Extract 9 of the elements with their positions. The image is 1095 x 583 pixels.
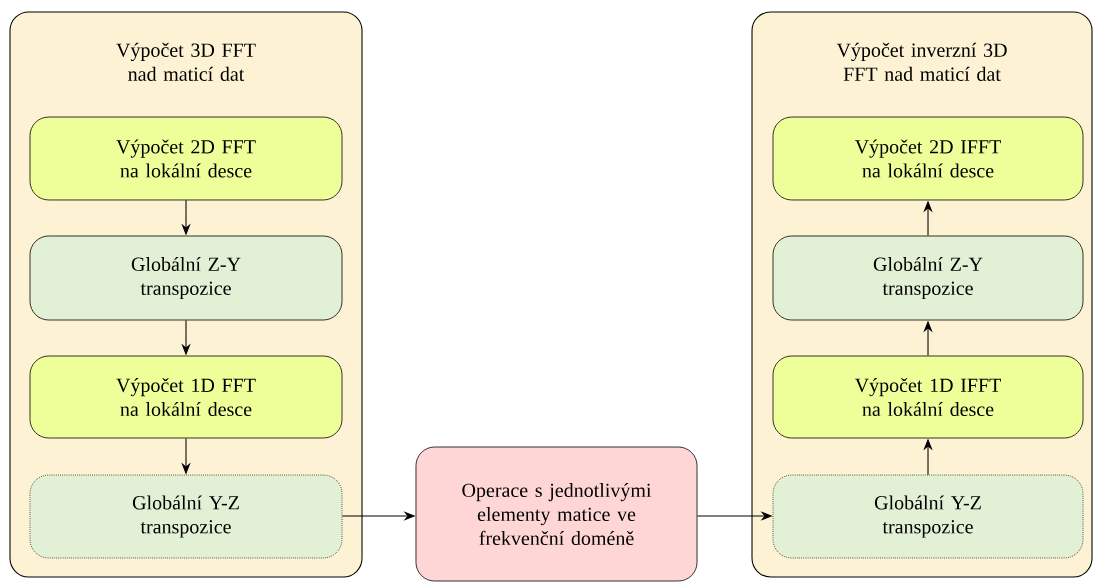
process-box: Globální Z-Y transpozice [772, 235, 1084, 321]
process-box: Operace s jednotlivými elementy matice ve frekvenční doméně [415, 446, 698, 582]
process-box: Výpočet 1D IFFT na lokální desce [772, 355, 1084, 439]
process-box: Výpočet 2D IFFT na lokální desce [772, 116, 1084, 201]
process-box: Globální Y-Z transpozice [29, 474, 343, 559]
process-box: Výpočet 2D FFT na lokální desce [29, 116, 343, 201]
process-box: Výpočet 1D FFT na lokální desce [29, 355, 343, 439]
process-box: Globální Z-Y transpozice [29, 235, 343, 321]
process-box: Globální Y-Z transpozice [772, 474, 1084, 559]
